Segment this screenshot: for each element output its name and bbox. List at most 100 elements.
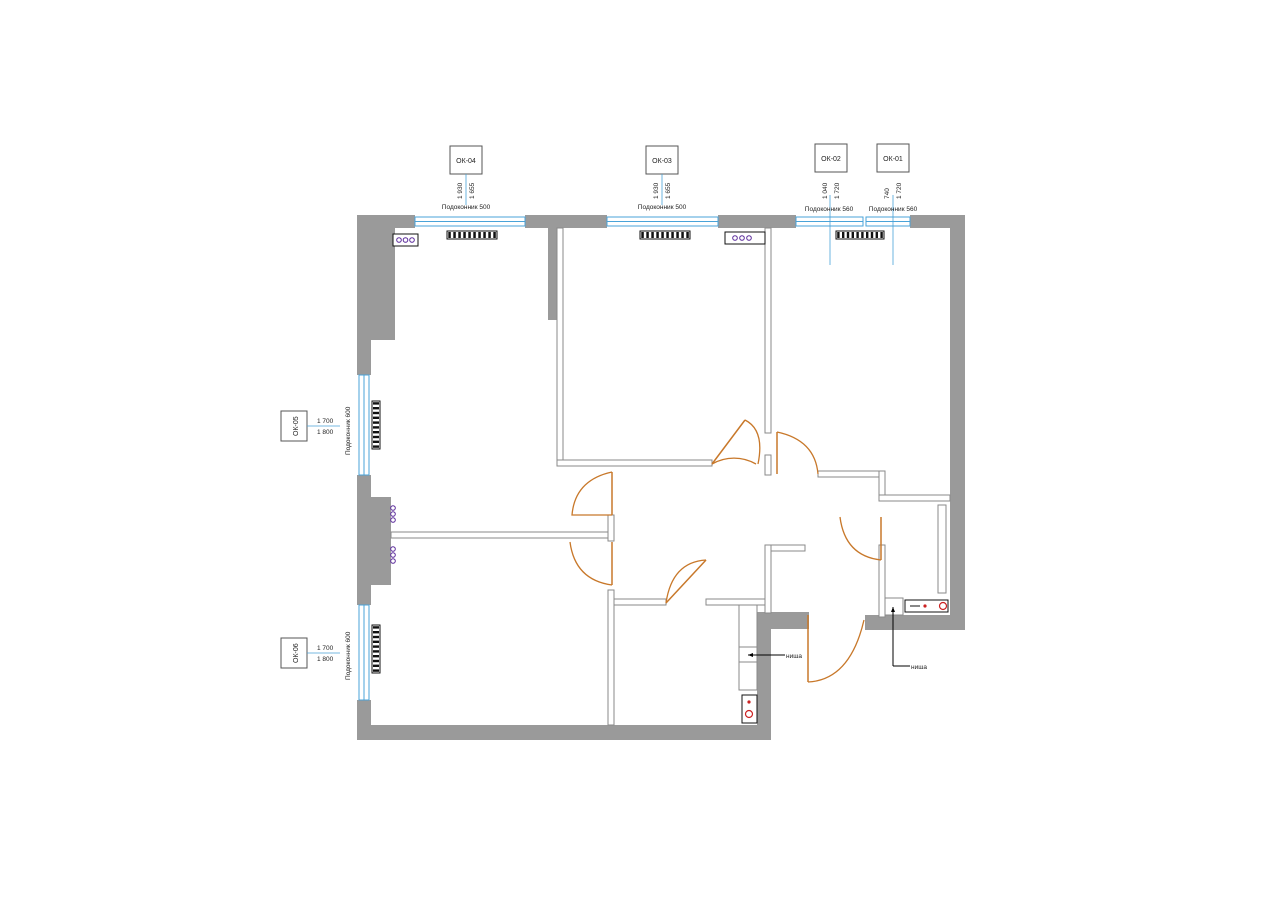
wall-bottom-step [771,612,809,629]
radiator-fin [493,232,496,238]
radiator-fin [880,232,883,238]
outlet-block-room1 [392,233,419,247]
window-tag-ok04-label: ОК-04 [456,158,476,165]
radiator-fin [373,650,379,653]
wall-left-1 [357,215,371,375]
radiator-fin [875,232,878,238]
radiator-fin [373,440,379,443]
window-ok03-sill: Подоконник 500 [638,204,687,211]
radiator-room2 [639,230,691,240]
radiator-fin [656,232,659,238]
radiator-fin [373,659,379,663]
niche-left-label: ниша [786,653,802,660]
wall-bottom [357,725,771,740]
window-tag-ok04: ОК-04 1 930 1 655 Подоконник 500 [442,145,491,211]
wall-top-1 [357,215,415,228]
radiator-left-lower [371,624,381,674]
window-ok02-dim1: 1 040 [822,182,829,199]
radiator-fin [373,655,379,658]
radiator-fin [488,232,491,238]
radiator-fin [373,635,379,639]
radiator-fin [373,645,379,648]
radiator-fin [373,416,379,419]
niche-leaders [748,607,910,667]
window-ok03-dim2: 1 655 [665,182,672,199]
window-tag-ok02: ОК-02 1 040 1 720 Подоконник 560 [805,143,854,213]
niche-bath-box [937,504,947,594]
radiator-fin [373,431,379,434]
niche-right-box [884,597,904,616]
partition-room3-step [878,470,886,498]
window-tag-ok03-label: ОК-03 [652,158,672,165]
radiator-fin [856,232,859,238]
radiator-fin [671,232,674,238]
window-ok02-sill: Подоконник 560 [805,206,854,213]
partition-stub [764,454,772,476]
window-ok05-sill: Подоконник 600 [345,406,352,455]
outlets [390,231,766,564]
radiator-left-upper [371,400,381,450]
radiator-fin [666,232,669,238]
window-ok04-dim2: 1 655 [469,182,476,199]
radiator-fin [463,232,466,238]
radiator-fin [861,232,864,238]
radiator-fin [676,232,679,238]
radiator-fin [373,664,379,667]
radiator-fin [373,426,379,429]
radiators [371,230,885,674]
radiator-fin [468,232,471,238]
window-ok04-dim1: 1 930 [457,182,464,199]
partition-room2-left [556,227,564,466]
radiator-fin [373,407,379,410]
window-ok03-dim1: 1 930 [653,182,660,199]
window-ok01-dim2: 1 720 [896,182,903,199]
window-ok01-sill: Подоконник 560 [869,206,918,213]
wall-bottom-right [865,615,965,630]
radiator-fin [651,232,654,238]
partition-room3-bottom [817,470,883,478]
radiator-fin [870,232,874,238]
window-tag-ok02-label: ОК-02 [821,156,841,163]
window-ok06-sill: Подоконник 600 [345,631,352,680]
radiator-fin [373,421,379,424]
window-tag-ok06-label: ОК-06 [293,643,300,663]
radiator-fin [483,232,486,238]
niche-right-label: ниша [911,664,927,671]
window-tag-ok06: ОК-06 1 700 1 800 Подоконник 600 [280,631,352,680]
radiator-fin [448,232,451,238]
radiator-fin [842,232,845,238]
window-tag-ok03: ОК-03 1 930 1 655 Подоконник 500 [638,145,687,211]
radiator-fin [373,631,379,634]
window-ok05-dim1: 1 700 [317,418,334,425]
radiator-fin [373,669,379,672]
radiator-fin [661,232,664,238]
radiator-fin [478,232,481,238]
interior-walls [390,227,951,726]
window-ok06-dim1: 1 700 [317,645,334,652]
pier-left-top [371,228,395,340]
radiator-fin [646,232,649,238]
radiator-fin [686,232,689,238]
window-ok02-dim2: 1 720 [834,182,841,199]
radiator-fin [373,402,379,405]
radiator-fin [681,232,684,238]
wall-left-2 [357,475,371,605]
radiator-fin [373,445,379,448]
partition-bath-top [878,494,951,502]
partition-left-rooms [390,531,612,539]
window-tag-ok05: ОК-05 1 700 1 800 Подоконник 600 [280,406,352,455]
wall-right [950,215,965,630]
partition-wc-top-right [705,598,767,606]
radiator-fin [837,232,840,238]
riser-box-wc [741,694,758,724]
radiator-room3 [835,230,885,240]
partition-door-jamb [607,514,615,542]
radiator-fin [453,232,456,238]
radiator-fin [373,626,379,629]
partition-bath-left [878,544,886,618]
radiator-fin [851,232,854,238]
wall-top-2 [525,215,607,228]
outer-walls [357,215,965,740]
radiator-fin [641,232,644,238]
outlet-block-room2 [724,231,766,245]
